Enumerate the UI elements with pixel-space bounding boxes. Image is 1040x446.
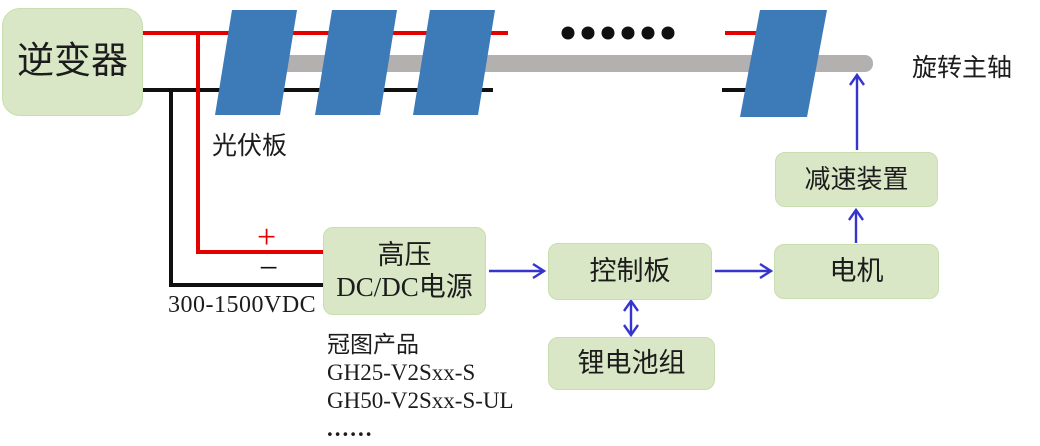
- inverter-label: 逆变器: [17, 40, 128, 82]
- reducer-box: 减速装置: [775, 152, 938, 207]
- product-info: 冠图产品 GH25-V2Sxx-S GH50-V2Sxx-S-UL ......: [327, 331, 514, 443]
- arrow-motor-to-reducer: [848, 207, 864, 243]
- reducer-label: 减速装置: [804, 164, 909, 194]
- pv-panel-array: [215, 10, 827, 117]
- dcdc-power-box: 高压 DC/DC电源: [323, 227, 486, 315]
- arrow-control-to-motor: [715, 262, 774, 280]
- product-model-1: GH25-V2Sxx-S: [327, 360, 476, 385]
- ellipsis-dot: [581, 26, 595, 40]
- pv-panel: [215, 10, 297, 115]
- dcdc-label-line1: 高压: [377, 239, 432, 270]
- ellipsis-dot: [621, 26, 635, 40]
- panel-ellipsis: [561, 26, 675, 40]
- flow-arrows: [489, 72, 865, 338]
- control-board-label: 控制板: [589, 256, 671, 287]
- control-board-box: 控制板: [548, 243, 712, 300]
- ellipsis-dot: [641, 26, 655, 40]
- positive-terminal-label: +: [257, 219, 277, 256]
- motor-box: 电机: [774, 244, 939, 299]
- product-more: ......: [327, 416, 374, 441]
- inverter-box: 逆变器: [2, 8, 143, 116]
- product-title: 冠图产品: [327, 332, 419, 357]
- pv-panel-label: 光伏板: [212, 133, 288, 160]
- pv-panel: [413, 10, 495, 115]
- lithium-battery-box: 锂电池组: [548, 337, 715, 390]
- arrow-dcdc-to-control: [489, 262, 547, 280]
- pv-panel: [315, 10, 397, 115]
- rotating-shaft-label: 旋转主轴: [912, 55, 1013, 82]
- motor-label: 电机: [829, 256, 884, 287]
- ellipsis-dot: [661, 26, 675, 40]
- ellipsis-dot: [561, 26, 575, 40]
- voltage-range-label: 300-1500VDC: [168, 292, 317, 318]
- pv-panel: [740, 10, 827, 117]
- product-model-2: GH50-V2Sxx-S-UL: [327, 388, 514, 413]
- negative-terminal-label: −: [259, 250, 279, 287]
- lithium-battery-label: 锂电池组: [577, 348, 686, 379]
- ellipsis-dot: [601, 26, 615, 40]
- arrow-control-battery-bidirectional: [623, 298, 639, 338]
- arrow-reducer-to-shaft: [849, 72, 865, 150]
- dcdc-label-line2: DC/DC电源: [336, 272, 473, 302]
